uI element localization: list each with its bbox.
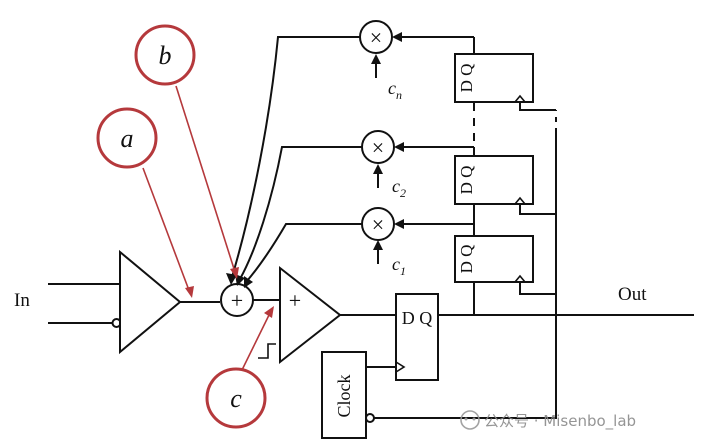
tap-flipflop-1-label: D Q [457,245,476,274]
tap-flipflop-1 [454,235,534,283]
c1-arrowhead [373,240,383,250]
tap-2-arrowhead [394,142,404,152]
callout-c-arrowhead [264,306,274,318]
callout-a-pointer [142,167,191,294]
coef-cn: cn [388,78,402,102]
clock-inverting-bubble [365,413,375,423]
decision-flipflop-clock-mark [395,361,406,373]
tap-flipflop-2-label: D Q [457,166,476,195]
callout-a [96,107,158,169]
callout-a-label: a [121,124,134,153]
coef-c2: c2 [392,176,406,200]
slicer [279,265,342,365]
multiplier-1-symbol: × [372,212,384,237]
adder-symbol: + [231,288,243,313]
feedback-path-1 [246,223,362,282]
watermark-text: 公众号 · Misenbo_lab [484,412,636,431]
coef-c1: c1 [392,254,406,278]
tap-1-arrowhead [394,219,404,229]
tap-flipflop-n-label: D Q [457,64,476,93]
callout-c-pointer [241,312,271,371]
multiplier-2-symbol: × [372,135,384,160]
clock-tap-1 [519,280,556,295]
tap-flipflop-1-clock-mark [514,274,526,283]
watermark-logo-icon [460,410,480,430]
clock-label: Clock [334,375,354,418]
tap-flipflop-2 [454,155,534,205]
callout-b-pointer [175,85,236,273]
tap-flipflop-2-clock-mark [514,196,526,205]
clock-box [321,351,367,439]
output-label: Out [618,284,647,305]
clock-distribution-wire [374,128,557,419]
callout-b-label: b [159,41,172,70]
input-amplifier [119,249,182,355]
decision-flipflop [395,293,439,381]
tap-n-arrowhead [392,32,402,42]
multiplier-n-symbol: × [370,25,382,50]
slicer-threshold-mark [258,343,276,359]
tap-flipflop-n-clock-mark [514,94,526,103]
decision-flipflop-label: D Q [402,308,433,328]
watermark: 公众号 · Misenbo_lab [460,410,636,431]
slicer-plus-symbol: + [289,288,301,313]
tap-flipflop-n [454,53,534,103]
input-label: In [14,290,30,311]
callout-a-arrowhead [185,286,194,298]
cn-arrowhead [371,54,381,64]
callout-b [134,24,196,86]
feedback-n-arrowhead [226,273,237,285]
feedback-1-arrowhead [244,276,253,288]
feedback-path-2 [239,146,362,280]
feedback-path-n [231,36,360,278]
callout-b-arrowhead [230,267,239,279]
callout-c [205,367,267,429]
c2-arrowhead [373,164,383,174]
feedback-2-arrowhead [235,274,245,286]
callout-c-label: c [230,384,242,413]
